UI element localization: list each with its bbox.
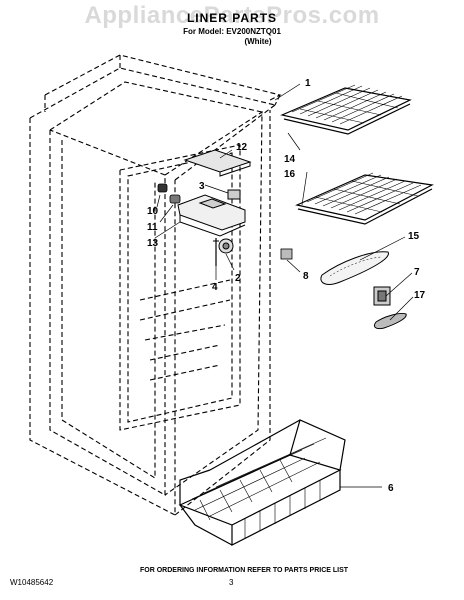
page-title: LINER PARTS bbox=[186, 11, 278, 25]
callout-12: 12 bbox=[236, 142, 248, 153]
document-number: W10485642 bbox=[10, 578, 54, 587]
trim-pieces bbox=[320, 251, 407, 330]
model-color: (White) bbox=[244, 37, 272, 46]
watermark-text: AppliancePartsPros.com bbox=[84, 2, 380, 29]
callout-17: 17 bbox=[414, 290, 426, 301]
ordering-info-note: FOR ORDERING INFORMATION REFER TO PARTS … bbox=[140, 567, 349, 574]
callout-1: 1 bbox=[305, 78, 311, 89]
callout-13: 13 bbox=[147, 238, 159, 249]
callout-10: 10 bbox=[147, 206, 159, 217]
small-fasteners bbox=[157, 183, 181, 204]
liner-outline bbox=[44, 54, 282, 101]
callout-16: 16 bbox=[284, 169, 296, 180]
callout-4: 4 bbox=[212, 282, 218, 293]
page-number: 3 bbox=[229, 578, 234, 587]
callout-8: 8 bbox=[303, 271, 309, 282]
switch-part bbox=[280, 248, 293, 260]
callout-3: 3 bbox=[199, 181, 205, 192]
control-housing bbox=[177, 149, 252, 237]
callout-11: 11 bbox=[147, 222, 158, 233]
callout-6: 6 bbox=[388, 483, 394, 494]
upper-wire-shelf bbox=[280, 84, 412, 135]
wire-basket bbox=[178, 419, 346, 546]
model-info: For Model: EV200NZTQ01 (White) bbox=[0, 27, 464, 47]
thermostat-knob-part bbox=[227, 189, 241, 200]
leader-lines bbox=[154, 83, 414, 488]
callout-14: 14 bbox=[284, 154, 296, 165]
light-socket bbox=[213, 238, 234, 266]
callout-15: 15 bbox=[408, 231, 420, 242]
model-number: For Model: EV200NZTQ01 bbox=[183, 27, 281, 36]
callout-2: 2 bbox=[235, 273, 241, 284]
lower-wire-shelf bbox=[295, 172, 434, 225]
callout-7: 7 bbox=[414, 267, 420, 278]
